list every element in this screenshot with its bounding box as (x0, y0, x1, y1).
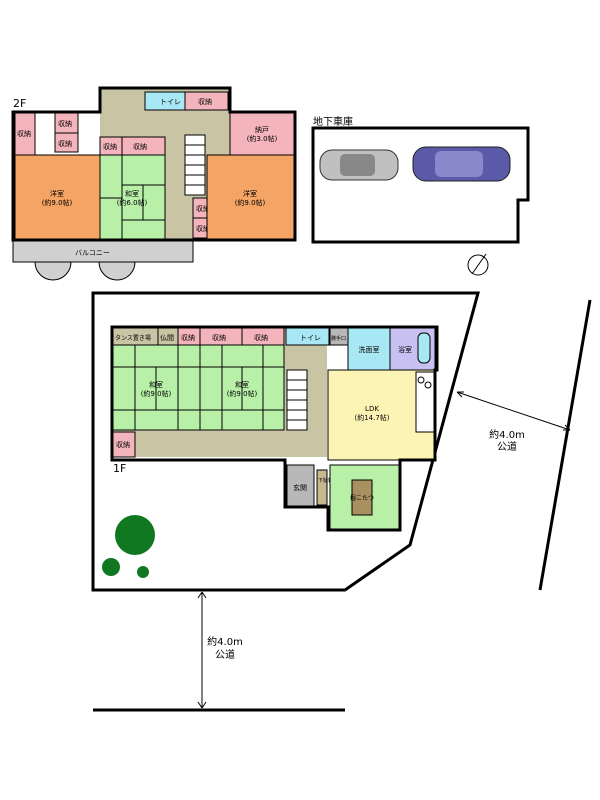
storage-label: 収納 (17, 129, 31, 138)
car-icon (412, 146, 511, 182)
stove-icon (424, 381, 432, 389)
tansu-label: タンス置き場 (115, 334, 151, 342)
storeroom-2f (229, 111, 296, 156)
butsuma-label: 仏間 (160, 334, 174, 342)
kotatsu-label: 掘こたつ (350, 494, 374, 502)
south-road-dimension-arrow (197, 591, 207, 709)
east-road-dimension-arrow (456, 391, 571, 431)
bathroom-label: 浴室 (398, 345, 412, 354)
toilet-label: トイレ (160, 98, 181, 106)
storage-label: 収納 (103, 142, 117, 151)
entrance-label: 玄関 (293, 483, 307, 492)
room-size: (約9.0帖) (141, 389, 172, 398)
garage-label: 地下車庫 (313, 115, 353, 128)
room-size: (約3.0帖) (247, 134, 278, 143)
room-name: LDK (365, 405, 379, 413)
east-road-name: 公道 (497, 440, 517, 453)
floor-2-label: 2F (13, 97, 26, 110)
western-room-east (206, 154, 296, 241)
room-name: 和室 (235, 380, 249, 389)
tree-icon (102, 558, 120, 576)
storage-2f-c (54, 132, 79, 153)
storage-label: 収納 (116, 440, 130, 449)
washroom (347, 327, 391, 371)
back-door-label: 勝手口 (331, 335, 346, 342)
bathtub-icon (417, 332, 431, 364)
balcony-bay (34, 261, 136, 281)
storage-2f-d (184, 91, 229, 111)
lot-boundary (91, 291, 480, 592)
stove-icon (417, 376, 425, 384)
walls-1f (110, 325, 439, 532)
floor-1-label: 1F (113, 462, 126, 475)
room-size: (約9.0帖) (42, 198, 73, 207)
storage-label: 収納 (58, 139, 72, 148)
stairs-2f (184, 134, 206, 196)
entrance (286, 464, 315, 508)
storage-label: 収納 (58, 119, 72, 128)
compass-icon (467, 253, 489, 276)
south-road-name: 公道 (215, 648, 235, 661)
walls-2f (11, 86, 297, 242)
western-room-west (14, 154, 101, 241)
room-name: 洋室 (50, 189, 64, 198)
tree-icon (137, 566, 149, 578)
stairs-1f (286, 369, 308, 431)
floor-1: タンス置き場 仏間 収納 収納 収納 和室 (約9.0帖) 和室 (約9.0帖)… (110, 325, 439, 532)
washroom-label: 洗面室 (359, 345, 380, 354)
closet-label: 収納 (196, 204, 210, 213)
car-icon (319, 149, 399, 181)
tree-icon (115, 515, 155, 555)
shoe-box-label: 下駄箱 (318, 477, 333, 484)
storage-label: 収納 (198, 97, 212, 106)
kotatsu (351, 479, 373, 516)
east-road-edge (538, 299, 592, 591)
room-name: 和室 (125, 189, 139, 198)
garage: 地下車庫 (311, 115, 530, 244)
east-road-width: 約4.0m (489, 428, 525, 441)
storage-label: 収納 (212, 333, 226, 342)
room-name: 和室 (149, 380, 163, 389)
room-size: (約9.0帖) (227, 389, 258, 398)
balcony-label: バルコニー (75, 249, 110, 257)
storage-label: 収納 (181, 333, 195, 342)
room-name: 納戸 (255, 125, 269, 134)
shoe-box (316, 469, 328, 506)
toilet-label: トイレ (300, 334, 321, 342)
south-road-width: 約4.0m (207, 635, 243, 648)
storage-label: 収納 (133, 142, 147, 151)
room-size: (約14.7帖) (354, 413, 389, 422)
room-size: (約6.0帖) (117, 198, 148, 207)
room-name: 洋室 (243, 189, 257, 198)
floor-2: 2F バルコニー 収納 収納 収納 洋室 (約9.0帖) 収納 収納 和室 (約… (11, 86, 297, 281)
storage-label: 収納 (254, 333, 268, 342)
room-size: (約9.0帖) (235, 198, 266, 207)
closet-label: 収納 (196, 224, 210, 233)
